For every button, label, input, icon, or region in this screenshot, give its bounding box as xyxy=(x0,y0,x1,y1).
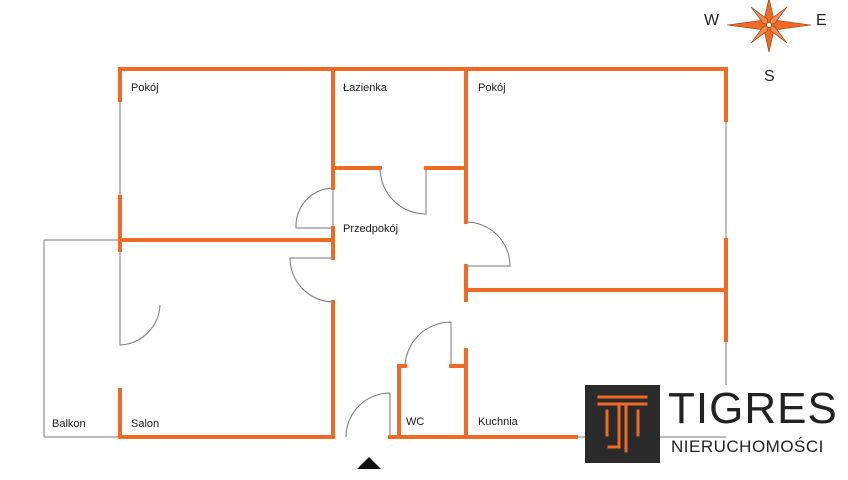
label-lazienka: Łazienka xyxy=(343,82,388,94)
label-balkon: Balkon xyxy=(52,418,86,430)
compass-west-label: W xyxy=(704,12,720,29)
label-wc: WC xyxy=(406,416,424,428)
logo-name: TIGRES xyxy=(668,384,838,433)
entrance-arrow-icon xyxy=(357,457,381,469)
label-pokoj-right: Pokój xyxy=(478,82,506,94)
door-entrance xyxy=(345,392,391,438)
label-kuchnia: Kuchnia xyxy=(478,416,519,428)
thin-walls xyxy=(43,80,727,438)
door-salon xyxy=(119,303,161,346)
tigres-logo-icon xyxy=(585,385,660,463)
door-salon-hall xyxy=(289,257,334,303)
compass-rose-icon xyxy=(726,0,812,53)
label-salon: Salon xyxy=(131,418,159,430)
label-pokoj-left: Pokój xyxy=(131,82,159,94)
logo-subtitle: NIERUCHOMOŚCI xyxy=(671,437,824,456)
compass-south-label: S xyxy=(764,68,775,85)
compass-east-label: E xyxy=(816,12,827,29)
door-wc xyxy=(404,321,452,367)
label-przedpokoj: Przedpokój xyxy=(343,223,398,235)
door-pokoj-right xyxy=(465,221,511,267)
door-pokoj-left xyxy=(295,187,334,229)
walls xyxy=(118,67,728,439)
doors xyxy=(119,167,511,438)
door-lazienka xyxy=(379,167,427,215)
